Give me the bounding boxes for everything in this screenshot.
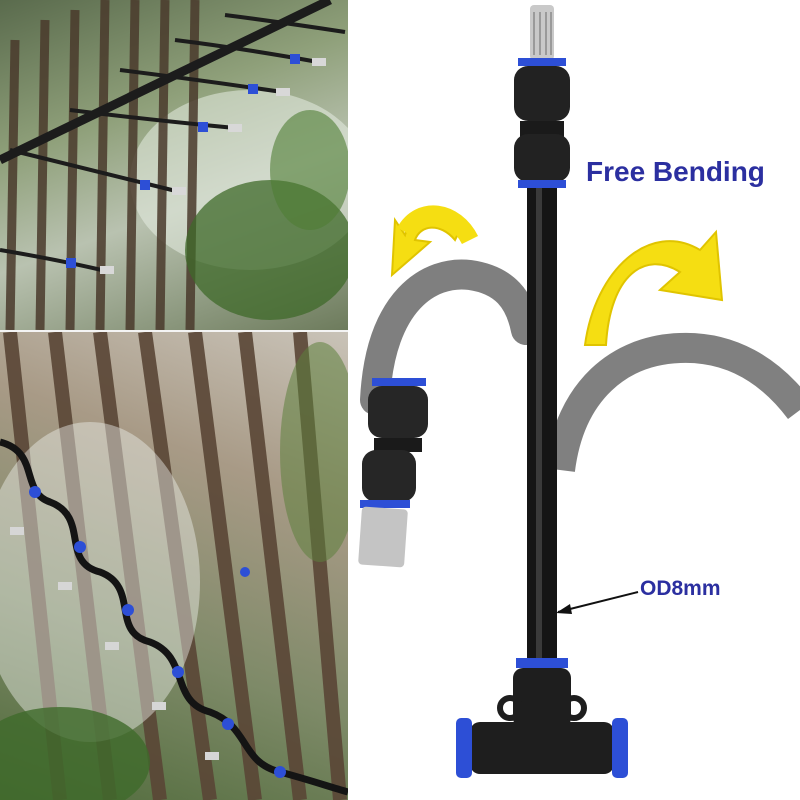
arrow-pointer-icon	[557, 591, 639, 613]
railing-scene-bottom	[0, 332, 348, 800]
top-nozzle	[514, 5, 570, 188]
outer-diameter-label: OD8mm	[640, 577, 721, 600]
free-bending-label: Free Bending	[586, 156, 765, 187]
photo-divider	[0, 330, 348, 332]
curved-arrow-icon-right	[583, 229, 724, 346]
railing-scene-top	[0, 0, 348, 330]
railing-photo-top	[0, 0, 348, 330]
product-diagram	[348, 0, 800, 800]
tube-assembly-illustration	[358, 5, 800, 778]
tee-fitting	[456, 658, 628, 778]
railing-photo-bottom	[0, 332, 348, 800]
bent-nozzle	[358, 378, 428, 568]
